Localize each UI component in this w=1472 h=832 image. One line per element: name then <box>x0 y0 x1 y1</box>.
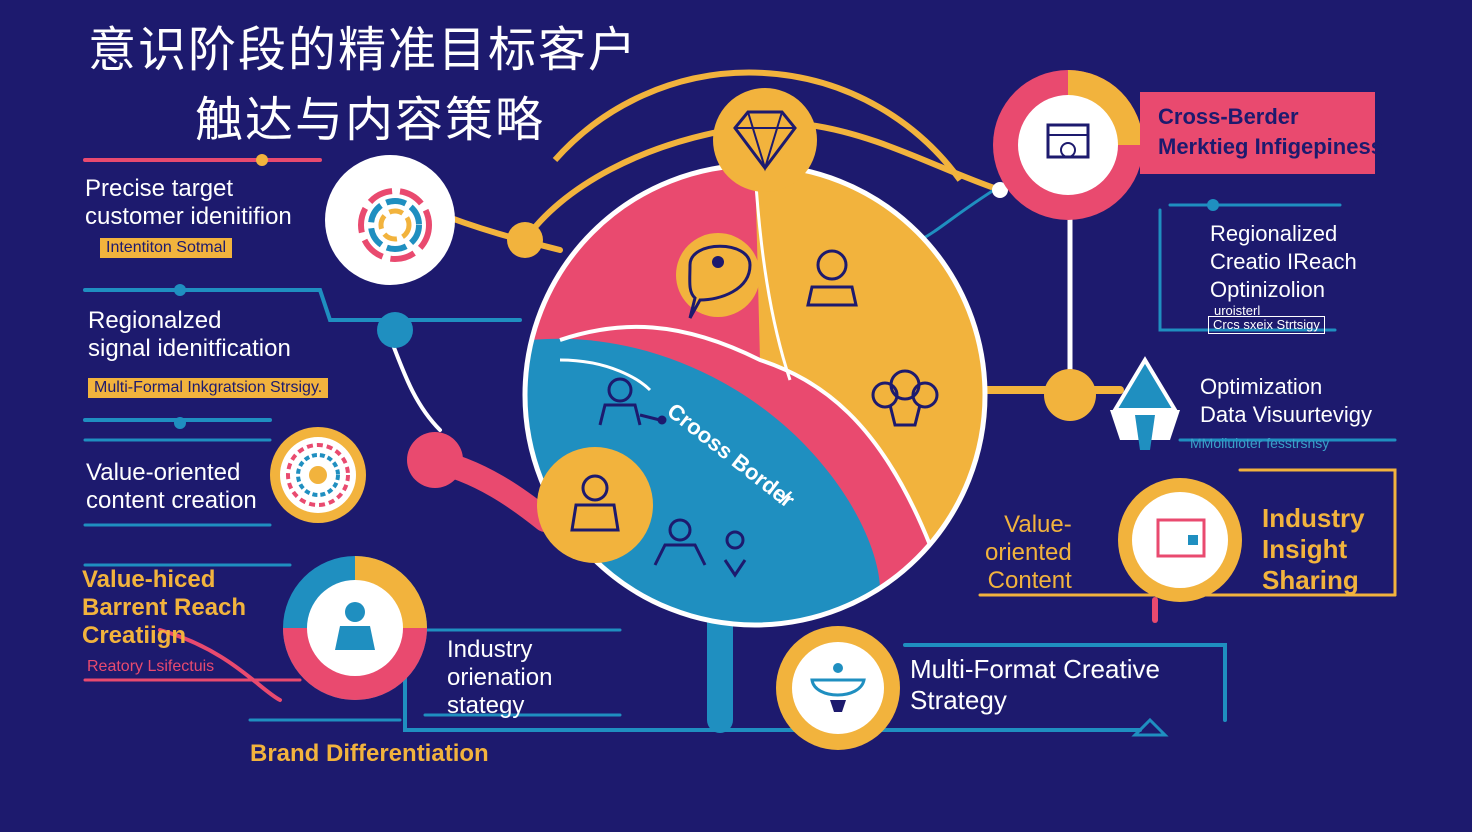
value-priced-label: Value-hiced Barrent Reach Creatiign <box>82 566 247 649</box>
precise-target-tag: Intentiton Sotmal <box>100 238 233 258</box>
regional-reach-tag: Crcs sxeix Strtsigy <box>1208 316 1325 334</box>
value-content-label: Value-oriented content creation <box>86 459 257 514</box>
avatar-ring <box>283 556 427 700</box>
person-icon <box>806 249 858 307</box>
diamond-icon <box>713 88 817 192</box>
brand-differentiation-label: Brand Differentiation <box>250 740 489 767</box>
mandala-icon <box>270 427 366 523</box>
industry-orientation-label: Industry orienation stategy <box>447 636 553 719</box>
central-wheel <box>522 69 988 628</box>
presenter-icon <box>598 377 667 426</box>
person-icon <box>653 518 747 578</box>
trophy-icon <box>776 626 900 750</box>
bubble-icon <box>676 233 760 319</box>
person-circle <box>537 447 653 563</box>
concentric-icon <box>325 155 455 285</box>
cross-border-label: Cross-Berder Merktieg Infigepiness <box>1158 104 1383 159</box>
document-icon <box>993 70 1143 220</box>
board-icon <box>1118 478 1242 602</box>
regional-reach-label: Regionalized Creatio IReach Optinizolion <box>1210 221 1357 302</box>
flower-icon <box>871 369 939 427</box>
cross-border-box <box>1140 92 1375 174</box>
optimization-tag: MMoiiuioter fesstrsnsy <box>1190 435 1330 451</box>
regional-signal-tag: Multi-Formal Inkgratsion Strsigy. <box>88 378 329 398</box>
page-subtitle: 触达与内容策略 <box>195 94 546 147</box>
regional-reach-tag-top: uroisterl <box>1214 303 1261 318</box>
precise-target-label: Precise target customer idenitifion <box>85 175 292 230</box>
regional-signal-label: Regionalzed signal idenitfication <box>88 307 291 362</box>
page-title: 意识阶段的精准目标客户 <box>88 24 639 77</box>
value-oriented-content-label: Value- oriented Content <box>985 511 1072 594</box>
rocket-icon <box>1110 356 1180 450</box>
optimization-label: Optimization Data Visuurtevigy <box>1200 374 1373 427</box>
industry-insight-label: Industry Insight Sharing <box>1262 503 1365 595</box>
multi-format-label: Multi-Format Creative Strategy <box>910 654 1160 715</box>
value-priced-tag: Reatory Lsifectuis <box>87 658 215 675</box>
